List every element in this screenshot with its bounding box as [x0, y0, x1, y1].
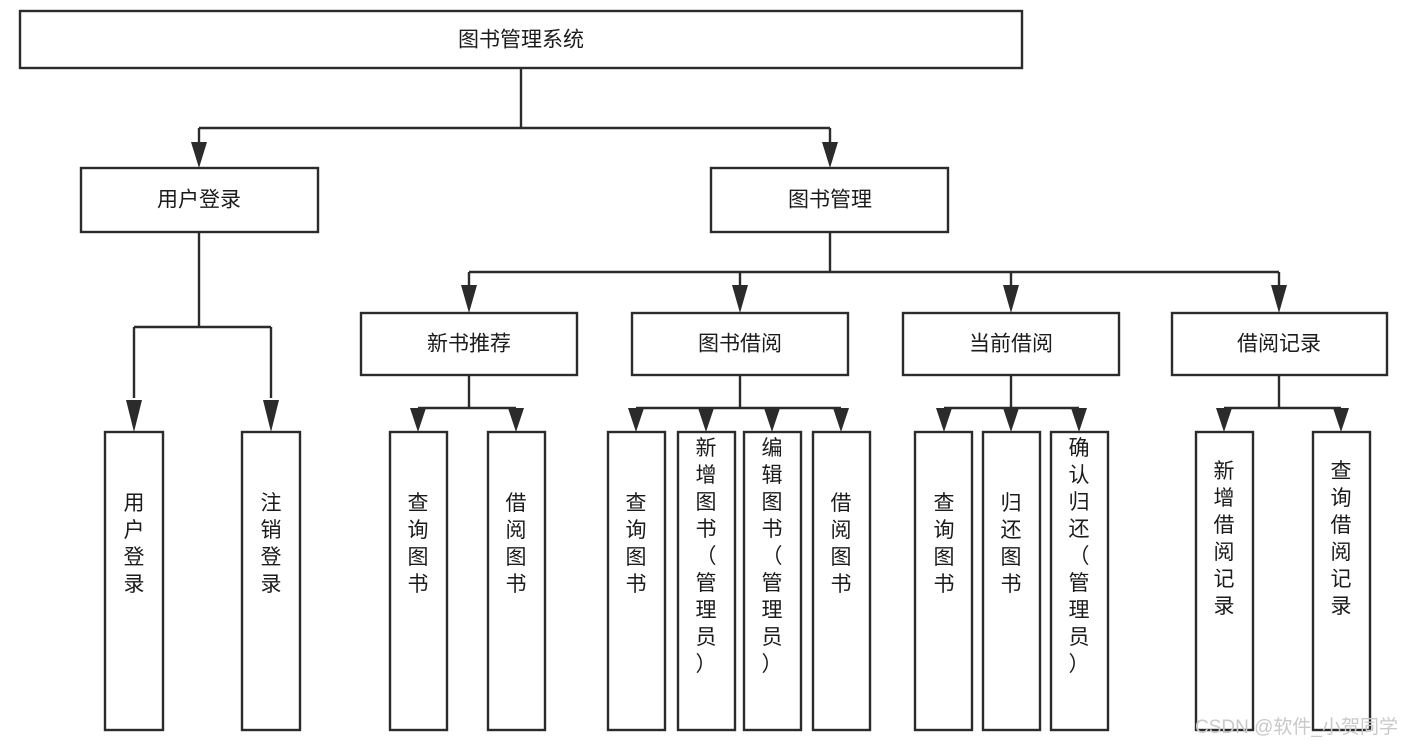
node-leaf-query-book-2-label: 查询图书 — [626, 492, 647, 596]
node-root-system-box[interactable] — [18, 9, 1024, 70]
arrow-head-leaf-user-logout — [263, 400, 279, 432]
node-current-borrow-box[interactable] — [901, 311, 1121, 377]
node-leaf-add-record[interactable]: 新增借阅记录 — [1194, 430, 1255, 732]
node-leaf-borrow-book-1-label: 借阅图书 — [506, 492, 527, 596]
node-leaf-query-record-box[interactable] — [1311, 430, 1372, 732]
node-leaf-query-book-1-label: 查询图书 — [408, 492, 429, 596]
node-root-system-label: 图书管理系统 — [458, 29, 584, 52]
arrow-head-leaf-edit-book — [764, 408, 780, 432]
node-borrow-record-label: 借阅记录 — [1237, 333, 1321, 356]
node-leaf-query-book-2[interactable]: 查询图书 — [606, 430, 667, 732]
arrow-head-leaf-add-book — [698, 408, 714, 432]
node-leaf-borrow-book-1-box[interactable] — [486, 430, 547, 732]
arrow-head-book-manage — [822, 142, 838, 168]
node-book-manage-box[interactable] — [709, 166, 950, 234]
node-current-borrow-label: 当前借阅 — [969, 333, 1053, 356]
arrow-head-leaf-borrow-book-1 — [508, 408, 524, 432]
node-borrow-record-box[interactable] — [1170, 311, 1389, 377]
arrow-head-leaf-query-book-2 — [628, 408, 644, 432]
node-book-borrow-label: 图书借阅 — [698, 333, 782, 356]
arrow-head-leaf-user-login — [126, 400, 142, 432]
node-leaf-borrow-book-1[interactable]: 借阅图书 — [486, 430, 547, 732]
node-leaf-query-record-label: 查询借阅记录 — [1331, 460, 1352, 618]
node-leaf-edit-book[interactable]: 编辑图书（管理员） — [742, 430, 803, 732]
arrow-head-borrow-record — [1271, 285, 1287, 313]
node-leaf-add-record-box[interactable] — [1194, 430, 1255, 732]
node-leaf-confirm-return-label: 确认归还（管理员） — [1069, 437, 1090, 676]
arrow-head-book-borrow — [732, 285, 748, 313]
node-leaf-query-book-3-label: 查询图书 — [934, 492, 955, 596]
arrow-head-leaf-add-record — [1216, 408, 1232, 432]
node-leaf-user-login[interactable]: 用户登录 — [103, 430, 165, 732]
node-leaf-borrow-book-2-label: 借阅图书 — [831, 492, 852, 596]
arrow-head-current-borrow — [1003, 285, 1019, 313]
node-leaf-query-book-2-box[interactable] — [606, 430, 667, 732]
node-current-borrow[interactable]: 当前借阅 — [901, 311, 1121, 377]
node-new-book-recommend-label: 新书推荐 — [427, 333, 511, 356]
arrow-head-leaf-query-record — [1333, 408, 1349, 432]
node-borrow-record[interactable]: 借阅记录 — [1170, 311, 1389, 377]
connector-layer — [126, 68, 1349, 432]
node-leaf-return-book-box[interactable] — [981, 430, 1042, 732]
node-leaf-user-login-label: 用户登录 — [124, 492, 145, 596]
node-user-login-label: 用户登录 — [157, 189, 241, 212]
node-leaf-add-record-label: 新增借阅记录 — [1214, 460, 1235, 618]
node-leaf-query-book-1[interactable]: 查询图书 — [388, 430, 449, 732]
node-leaf-user-logout-label: 注销登录 — [261, 492, 282, 596]
arrow-head-new-book-recommend — [461, 285, 477, 313]
node-root-system[interactable]: 图书管理系统 — [18, 9, 1024, 70]
arrow-head-leaf-return-book — [1003, 408, 1019, 432]
node-leaf-user-login-box[interactable] — [103, 430, 165, 732]
node-leaf-confirm-return-box[interactable] — [1049, 430, 1110, 732]
node-leaf-edit-book-label: 编辑图书（管理员） — [762, 437, 783, 676]
node-new-book-recommend[interactable]: 新书推荐 — [359, 311, 579, 377]
node-user-login[interactable]: 用户登录 — [79, 166, 320, 234]
node-leaf-return-book[interactable]: 归还图书 — [981, 430, 1042, 732]
node-leaf-user-logout[interactable]: 注销登录 — [240, 430, 302, 732]
node-book-manage[interactable]: 图书管理 — [709, 166, 950, 234]
arrow-head-leaf-query-book-1 — [410, 408, 426, 432]
node-leaf-edit-book-box[interactable] — [742, 430, 803, 732]
node-leaf-query-book-1-box[interactable] — [388, 430, 449, 732]
csdn-watermark: CSDN @软件_小贺同学 — [1195, 716, 1398, 738]
arrow-head-leaf-query-book-3 — [936, 408, 952, 432]
node-leaf-return-book-label: 归还图书 — [1001, 492, 1022, 596]
node-new-book-recommend-box[interactable] — [359, 311, 579, 377]
arrow-head-leaf-confirm-return — [1071, 408, 1087, 432]
node-leaf-borrow-book-2-box[interactable] — [811, 430, 872, 732]
arrow-head-user-login — [191, 142, 207, 168]
node-book-borrow-box[interactable] — [630, 311, 850, 377]
node-leaf-add-book[interactable]: 新增图书（管理员） — [676, 430, 737, 732]
node-leaf-query-record[interactable]: 查询借阅记录 — [1311, 430, 1372, 732]
node-book-manage-label: 图书管理 — [788, 189, 872, 212]
node-leaf-add-book-box[interactable] — [676, 430, 737, 732]
node-leaf-user-logout-box[interactable] — [240, 430, 302, 732]
node-leaf-borrow-book-2[interactable]: 借阅图书 — [811, 430, 872, 732]
node-user-login-box[interactable] — [79, 166, 320, 234]
node-leaf-add-book-label: 新增图书（管理员） — [696, 437, 717, 676]
node-book-borrow[interactable]: 图书借阅 — [630, 311, 850, 377]
node-leaf-confirm-return[interactable]: 确认归还（管理员） — [1049, 430, 1110, 732]
arrow-head-leaf-borrow-book-2 — [833, 408, 849, 432]
node-leaf-query-book-3[interactable]: 查询图书 — [913, 430, 974, 732]
node-leaf-query-book-3-box[interactable] — [913, 430, 974, 732]
